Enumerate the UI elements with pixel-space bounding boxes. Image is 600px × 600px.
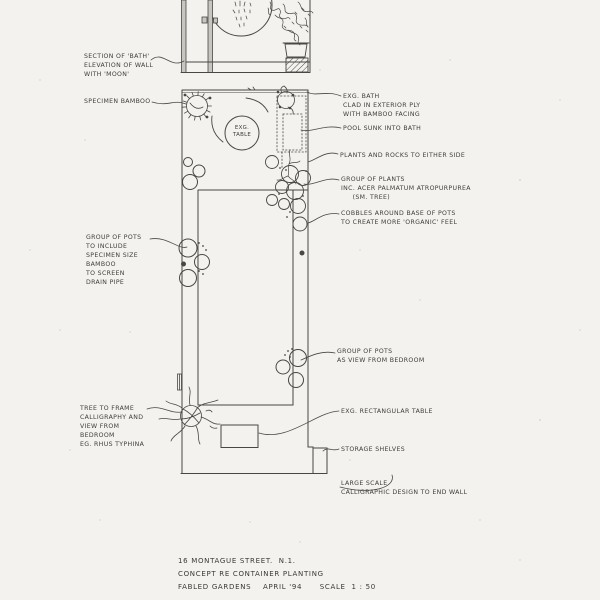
corridor-left-pots (178, 238, 210, 287)
leader-large-scale (339, 474, 393, 491)
leader-exg-bath (306, 91, 342, 97)
note-cobbles: COBBLES AROUND BASE OF POTS TO CREATE MO… (341, 210, 458, 226)
note-section-of-bath: SECTION OF 'BATH' ELEVATION OF WALL WITH… (84, 53, 154, 78)
existing-bath-dashed (276, 95, 307, 169)
title-concept: CONCEPT RE CONTAINER PLANTING (178, 570, 324, 578)
note-exg-rect-table: EXG. RECTANGULAR TABLE (341, 408, 433, 415)
note-large-scale: LARGE SCALE CALLIGRAPHIC DESIGN TO END W… (341, 480, 468, 496)
leader-pots-right (300, 351, 336, 361)
leader-section (150, 56, 185, 64)
paving-arcs (211, 97, 269, 143)
rectangular-table (220, 424, 259, 448)
annotation-leader-lines (146, 56, 393, 491)
hatched-planter-pot (282, 42, 310, 73)
left-terrace-pots (182, 157, 206, 190)
paper-speckles (29, 59, 581, 561)
note-pool: POOL SUNK INTO BATH (343, 125, 422, 132)
right-terrace-pots (265, 149, 311, 232)
note-tree-frame: TREE TO FRAME CALLIGRAPHY AND VIEW FROM … (80, 405, 145, 448)
note-group-pots-left: GROUP OF POTS TO INCLUDE SPECIMEN SIZE B… (86, 234, 142, 286)
plan-view-drawing (158, 85, 328, 474)
top-right-pot (247, 85, 295, 115)
storage-shelves-rect (312, 447, 328, 474)
note-storage: STORAGE SHELVES (341, 446, 405, 453)
leader-pool (300, 126, 342, 132)
specimen-bamboo-plan (182, 91, 212, 121)
leader-tree (146, 407, 182, 413)
note-plants-rocks: PLANTS AND ROCKS TO EITHER SIDE (340, 152, 466, 159)
leader-plants-rocks (307, 152, 339, 163)
acer-scribble (276, 149, 301, 185)
leader-storage (322, 448, 340, 452)
label-existing-table: EXG. TABLE (232, 125, 252, 138)
note-specimen-bamboo: SPECIMEN BAMBOO (84, 98, 151, 105)
note-group-pots-right: GROUP OF POTS AS VIEW FROM BEDROOM (337, 348, 425, 364)
corridor-right-pots (275, 250, 307, 388)
section-elevation-drawing (180, 0, 314, 73)
leader-rect-table (258, 410, 340, 435)
plan-inner-rectangle (197, 189, 309, 406)
note-exg-bath: EXG. BATH CLAD IN EXTERIOR PLY WITH BAMB… (343, 93, 421, 118)
title-address: 16 MONTAGUE STREET. N.1. (178, 557, 296, 565)
title-firm-date-scale: FABLED GARDENS APRIL '94 SCALE 1 : 50 (178, 583, 376, 591)
existing-table-circle (224, 115, 260, 151)
moon-calligraphy-marks (232, 0, 252, 28)
plan-outer-boundary (180, 89, 328, 474)
left-wall-marker (177, 373, 182, 391)
leader-cobbles (307, 213, 340, 224)
tree-plan (158, 386, 221, 445)
leader-specimen-bamboo (151, 101, 187, 105)
leader-group-plants (303, 178, 340, 185)
note-group-of-plants: GROUP OF PLANTS INC. ACER PALMATUM ATROP… (341, 176, 471, 201)
leader-pots-left (149, 238, 188, 248)
foliage-scribble (267, 1, 314, 46)
